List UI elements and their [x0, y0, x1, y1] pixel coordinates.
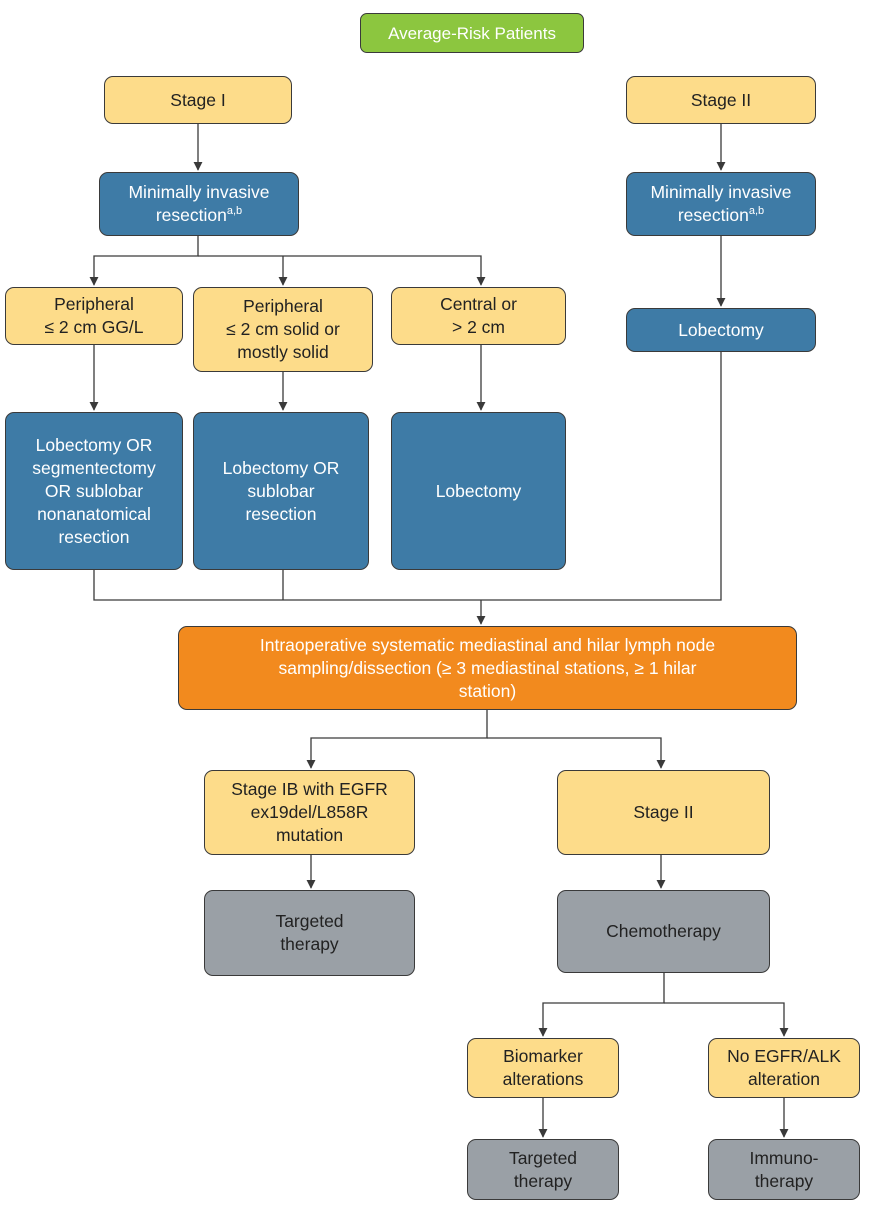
peripheral-solid-node: Peripheral ≤ 2 cm solid or mostly solid [193, 287, 373, 372]
resection-options-2-node: Lobectomy OR sublobar resection [193, 412, 369, 570]
lobectomy-central-node: Lobectomy [391, 412, 566, 570]
node-text: sublobar [247, 480, 315, 501]
stage-2-top-node: Stage II [626, 76, 816, 124]
node-text: Stage II [690, 89, 752, 110]
node-text: > 2 cm [451, 317, 505, 337]
node-text: therapy [280, 934, 339, 954]
node-text: Immuno- [749, 1147, 819, 1168]
node-text: Peripheral [54, 294, 134, 314]
resection-options-1-node: Lobectomy OR segmentectomy OR sublobar n… [5, 412, 183, 570]
node-text: Minimally invasive [650, 182, 792, 202]
node-text: Lobectomy OR [35, 434, 153, 455]
node-text: nonanatomical [37, 503, 151, 524]
node-text: resection [245, 503, 317, 524]
node-text: Biomarker [503, 1046, 583, 1066]
node-text: mostly solid [237, 342, 329, 362]
node-text: Intraoperative systematic mediastinal an… [259, 634, 716, 655]
minimally-invasive-resection-left-node: Minimally invasive resectiona,b [99, 172, 299, 236]
node-text: No EGFR/ALK [727, 1046, 841, 1066]
footnote-marker: a,b [226, 205, 243, 217]
node-text: alteration [748, 1069, 820, 1089]
node-text: Average-Risk Patients [388, 23, 556, 43]
average-risk-patients-node: Average-Risk Patients [360, 13, 584, 53]
node-text: Central or [440, 294, 517, 314]
stage-1-node: Stage I [104, 76, 292, 124]
biomarker-alterations-node: Biomarker alterations [467, 1038, 619, 1098]
node-text: Targeted [508, 1147, 578, 1168]
chemotherapy-node: Chemotherapy [557, 890, 770, 973]
node-text: Lobectomy [435, 480, 522, 501]
node-text: resectiona,b [677, 205, 765, 225]
footnote-marker: a,b [748, 205, 765, 217]
node-text: alterations [502, 1069, 584, 1089]
node-text: therapy [754, 1170, 814, 1191]
node-text: mutation [275, 825, 344, 845]
minimally-invasive-resection-right-node: Minimally invasive resectiona,b [626, 172, 816, 236]
node-text: therapy [513, 1170, 573, 1191]
node-text: sampling/dissection (≥ 3 mediastinal sta… [278, 657, 697, 678]
node-text: resection [58, 526, 130, 547]
node-text: Stage I [170, 89, 226, 110]
lobectomy-right-node: Lobectomy [626, 308, 816, 352]
node-text: ≤ 2 cm GG/L [44, 317, 144, 337]
immunotherapy-node: Immuno- therapy [708, 1139, 860, 1200]
node-text: segmentectomy [32, 457, 156, 478]
lymph-node-dissection-node: Intraoperative systematic mediastinal an… [178, 626, 797, 710]
no-egfr-alk-alteration-node: No EGFR/ALK alteration [708, 1038, 860, 1098]
node-text: Lobectomy [678, 319, 764, 340]
targeted-therapy-bottom-node: Targeted therapy [467, 1139, 619, 1200]
central-node: Central or > 2 cm [391, 287, 566, 345]
node-text: Peripheral [243, 296, 323, 316]
node-text: station) [458, 680, 517, 701]
stage-ib-egfr-node: Stage IB with EGFR ex19del/L858R mutatio… [204, 770, 415, 855]
node-text: Targeted [275, 911, 344, 931]
node-text: Chemotherapy [606, 921, 721, 941]
node-text: ≤ 2 cm solid or [226, 319, 340, 339]
targeted-therapy-left-node: Targeted therapy [204, 890, 415, 976]
node-text: Lobectomy OR [222, 457, 340, 478]
node-text: OR sublobar [44, 480, 144, 501]
peripheral-gg-node: Peripheral ≤ 2 cm GG/L [5, 287, 183, 345]
node-text: resectiona,b [155, 205, 243, 225]
node-text: Minimally invasive [128, 182, 270, 202]
node-text: Stage IB with EGFR [231, 779, 388, 799]
node-text: ex19del/L858R [250, 802, 369, 822]
stage-2-bottom-node: Stage II [557, 770, 770, 855]
node-text: Stage II [633, 802, 694, 822]
